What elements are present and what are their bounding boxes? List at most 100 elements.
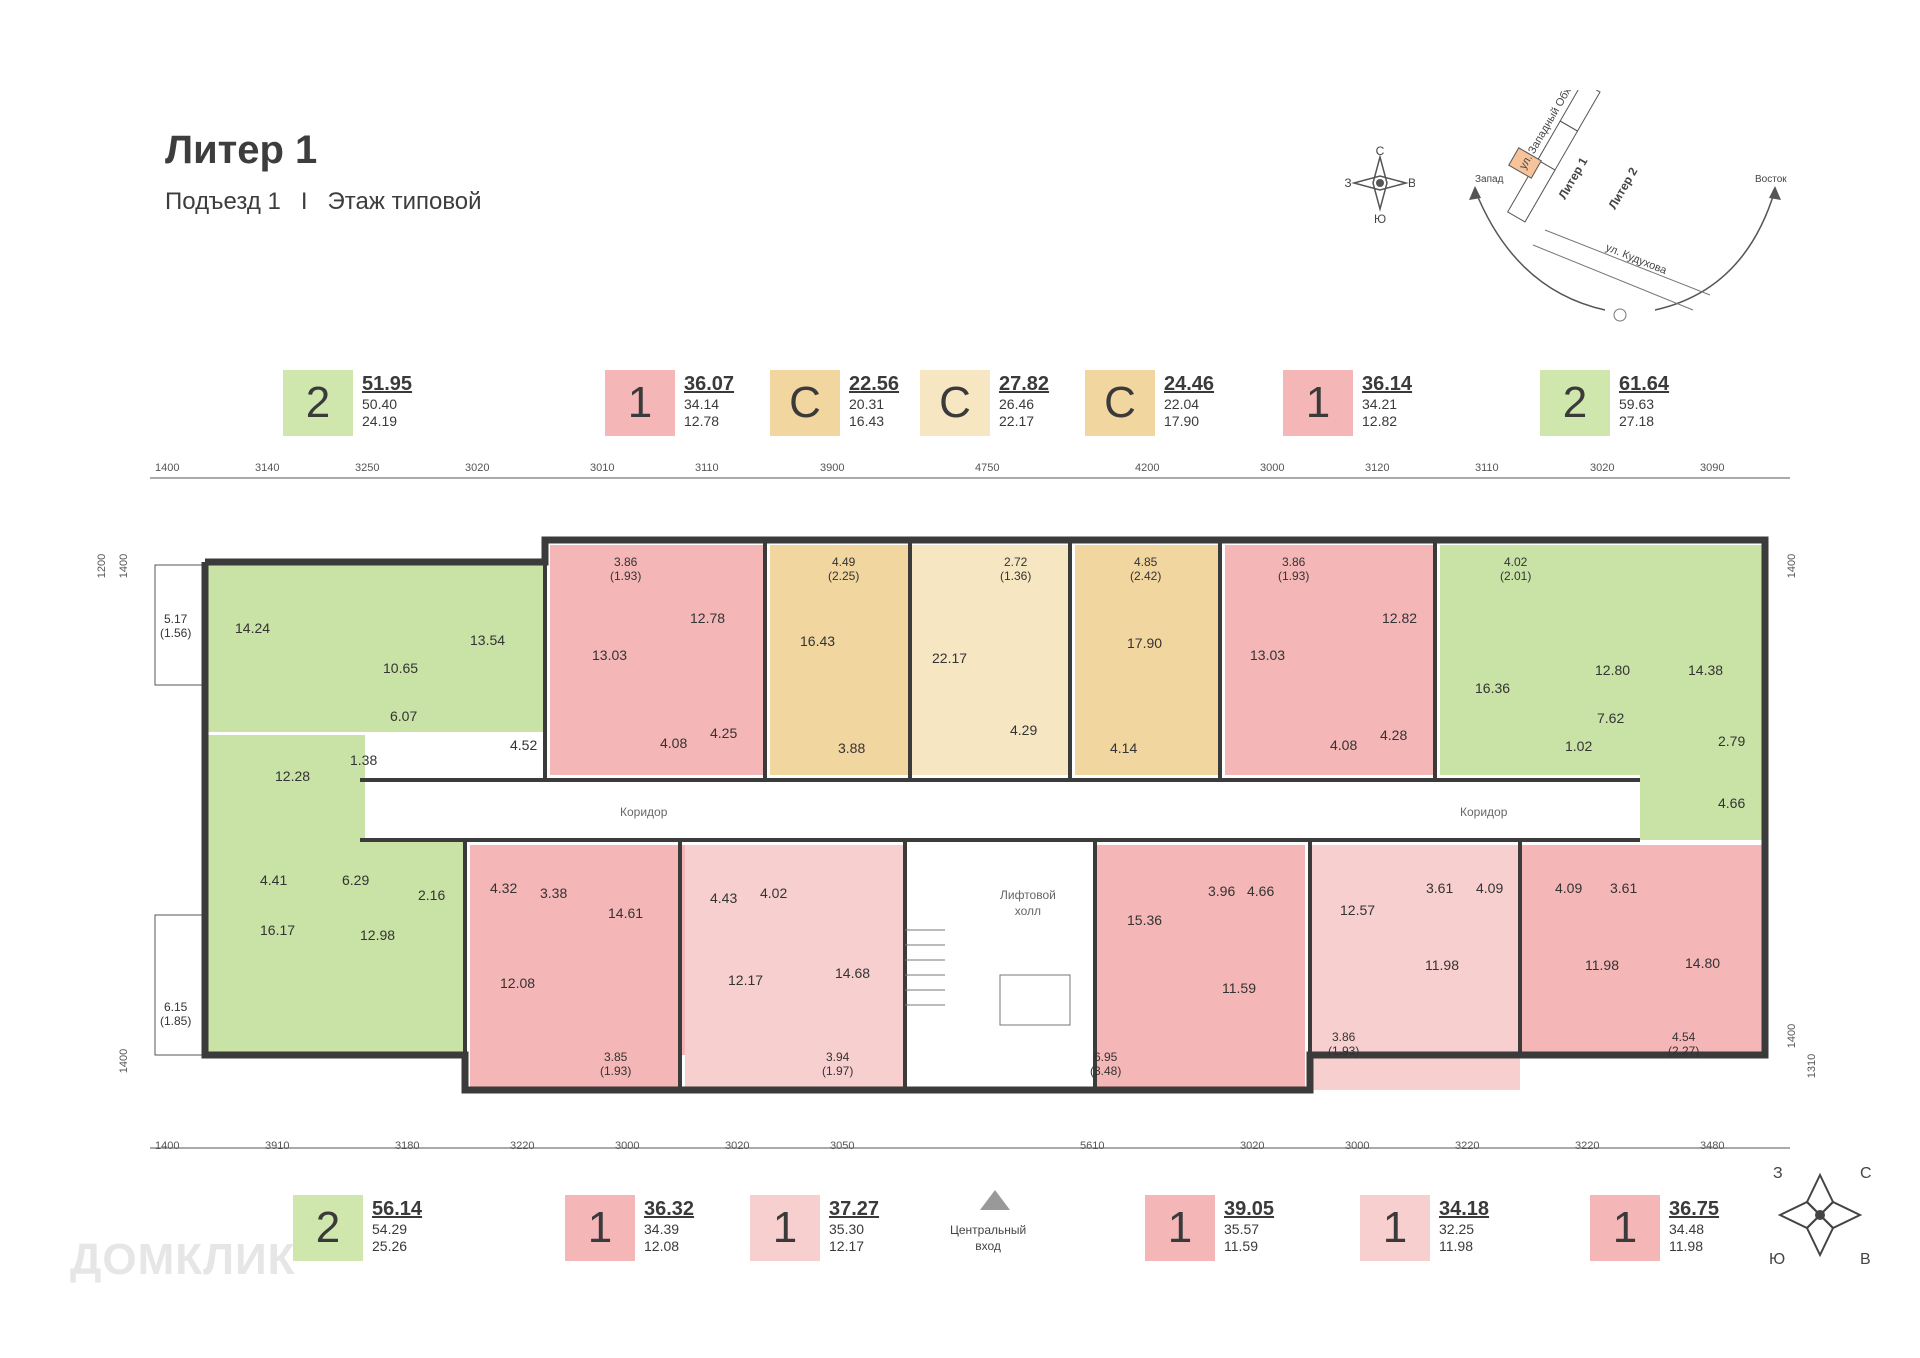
compass-small-n: С [1376, 145, 1385, 158]
compass-large-w: З [1773, 1165, 1783, 1182]
balcony-area: 4.54(2.27) [1668, 1030, 1700, 1058]
corridor-label: Коридор [620, 805, 668, 819]
room-area: 15.36 [1127, 912, 1163, 928]
room-area: 4.08 [1330, 737, 1358, 753]
room-area: 12.17 [728, 972, 764, 988]
room-area: 22.17 [932, 650, 968, 666]
room-area: 3.88 [838, 740, 866, 756]
room-area: 14.61 [608, 905, 644, 921]
room-area: 12.78 [690, 610, 726, 626]
room-area: 17.90 [1127, 635, 1163, 651]
apt-bottom-3-total: 37.27 [829, 1198, 880, 1220]
apt-top-7-kitchen: 27.18 [1619, 413, 1655, 429]
room-area: 4.43 [710, 890, 738, 906]
room-area: 4.66 [1247, 883, 1275, 899]
balcony-area: 3.86(1.93) [1328, 1030, 1360, 1058]
apt-top-6-badge: 1 [1283, 370, 1353, 436]
apt-top-3-living: 20.31 [849, 396, 885, 412]
room-area: 4.52 [510, 737, 538, 753]
room-area: 14.80 [1685, 955, 1721, 971]
dim-top: 3020 [1590, 462, 1615, 474]
corridor-label: Коридор [1460, 805, 1508, 819]
room-area: 4.29 [1010, 722, 1038, 738]
apt-bottom-6-kitchen: 11.98 [1669, 1238, 1703, 1254]
dim-top: 3120 [1365, 462, 1390, 474]
room-area: 1.02 [1565, 738, 1593, 754]
room-area: 12.28 [275, 768, 311, 784]
apt-bottom-1-living: 54.29 [372, 1221, 408, 1237]
room-area: 7.62 [1597, 710, 1625, 726]
apt-bottom-4-living: 35.57 [1224, 1221, 1260, 1237]
room-area: 11.59 [1222, 980, 1256, 996]
room-area: 3.61 [1610, 880, 1638, 896]
apt-bottom-2-info: 36.32 34.39 12.08 [644, 1197, 694, 1255]
room-area: 16.36 [1475, 680, 1511, 696]
apt-top-2-badge: 1 [605, 370, 675, 436]
balcony-area: 3.86(1.93) [610, 555, 642, 583]
room-area: 12.80 [1595, 662, 1631, 678]
apt-top-6-living: 34.21 [1362, 396, 1398, 412]
apt-bottom-3-badge: 1 [750, 1195, 820, 1261]
apt-top-4-total: 27.82 [999, 373, 1050, 395]
room-area: 14.24 [235, 620, 271, 636]
apt-top-4-kitchen: 22.17 [999, 413, 1035, 429]
room-area: 4.09 [1476, 880, 1504, 896]
apt-top-5-total: 24.46 [1164, 373, 1215, 395]
room-area: 4.28 [1380, 727, 1408, 743]
apt-bottom-5-total: 34.18 [1439, 1198, 1490, 1220]
room-area: 4.32 [490, 880, 518, 896]
room-area: 11.98 [1425, 957, 1459, 973]
site-map: ул. Западный Обход ул. Кудухова Литер 1 … [1469, 90, 1787, 322]
compass-large-icon: С З Ю В [1769, 1165, 1872, 1268]
room-area: 10.65 [383, 660, 419, 676]
room-area: 13.03 [592, 647, 628, 663]
dim-bottom: 3220 [1455, 1140, 1480, 1152]
dim-top: 3900 [820, 462, 845, 474]
room-area: 6.29 [342, 872, 370, 888]
apt-top-5-living: 22.04 [1164, 396, 1200, 412]
dim-side: 1400 [118, 1048, 131, 1074]
room-area: 2.79 [1718, 733, 1746, 749]
room-area: 3.96 [1208, 883, 1236, 899]
apt-top-3-info: 22.56 20.31 16.43 [849, 372, 899, 430]
apt-bottom-6-total: 36.75 [1669, 1198, 1720, 1220]
dim-bottom: 3000 [1345, 1140, 1370, 1152]
apt-top-7-living: 59.63 [1619, 396, 1655, 412]
svg-text:Запад: Запад [1475, 174, 1504, 185]
balcony-area: 4.02(2.01) [1500, 555, 1532, 583]
room-area: 4.02 [760, 885, 788, 901]
apt-bottom-2-living: 34.39 [644, 1221, 680, 1237]
room-area: 1.38 [350, 752, 378, 768]
balcony-area: 3.86(1.93) [1278, 555, 1310, 583]
apt-top-2-kitchen: 12.78 [684, 413, 720, 429]
room-area: 4.66 [1718, 795, 1746, 811]
dim-bottom: 3000 [615, 1140, 640, 1152]
apt-bottom-5-info: 34.18 32.25 11.98 [1439, 1197, 1489, 1255]
room-area: 13.54 [470, 632, 506, 648]
dim-side: 1400 [118, 553, 131, 579]
svg-text:Восток: Восток [1755, 174, 1787, 185]
dim-top: 3110 [695, 462, 719, 474]
room-area: 4.14 [1110, 740, 1138, 756]
apt-top-1-badge: 2 [283, 370, 353, 436]
balcony-area: 6.15(1.85) [160, 1000, 192, 1028]
balcony-area: 6.95(3.48) [1090, 1050, 1122, 1078]
compass-small-icon: С Ю З В [1345, 145, 1415, 225]
apt-bottom-5-badge: 1 [1360, 1195, 1430, 1261]
dim-top: 4200 [1135, 462, 1160, 474]
apt-top-4-badge: С [920, 370, 990, 436]
compass-small-e: В [1408, 176, 1415, 190]
dim-bottom: 3180 [395, 1140, 420, 1152]
room-area: 4.25 [710, 725, 738, 741]
dim-side: 1400 [1786, 553, 1799, 579]
apt-bottom-3-kitchen: 12.17 [829, 1238, 865, 1254]
dim-bottom: 3020 [725, 1140, 750, 1152]
compass-large-s: Ю [1769, 1251, 1785, 1268]
dim-side: 1310 [1806, 1053, 1819, 1079]
apt-top-3-badge: С [770, 370, 840, 436]
apt-top-7-total: 61.64 [1619, 373, 1670, 395]
dim-side: 1400 [1786, 1023, 1799, 1049]
compass-small-s: Ю [1374, 212, 1386, 225]
compass-large-e: В [1860, 1251, 1871, 1268]
